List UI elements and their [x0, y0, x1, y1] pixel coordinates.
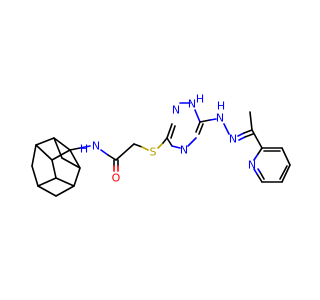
bond-s-triazole [162, 137, 168, 144]
bond [35, 137, 55, 146]
molecule-structure-diagram: N H O S N N H N N H N N [31, 93, 291, 197]
bond-triazole-hydrazine [209, 118, 217, 121]
bond [53, 137, 63, 159]
bond-hydrazone-double [243, 129, 253, 134]
bond [166, 123, 173, 139]
triazole-n2-label: N [188, 98, 196, 111]
bond [37, 177, 57, 187]
bond [187, 137, 197, 147]
bond [257, 147, 263, 155]
bond-hydrazone-double [237, 132, 245, 137]
bond [55, 185, 75, 197]
bond [37, 185, 57, 197]
bond [170, 125, 176, 139]
bond-hydrazone-double [238, 136, 246, 141]
bond-nh-carbonyl [100, 149, 109, 156]
bond-ch2-s [141, 146, 149, 151]
bond-hydrazone-double [244, 133, 254, 138]
bond [281, 164, 291, 183]
amide-h-label: H [80, 143, 88, 156]
hydrazone-n-label: N [229, 133, 237, 146]
triazole-ring [166, 102, 204, 149]
hydrazine-n-label: N [216, 112, 224, 125]
bond-methyl [249, 111, 253, 131]
bond [51, 159, 57, 179]
bond [256, 173, 263, 183]
bond-ch2-s [133, 143, 143, 148]
triazole-h-label: H [196, 93, 204, 106]
bond [194, 109, 201, 123]
bond-to-pyridine [251, 129, 263, 149]
triazole-n4-label: N [180, 144, 188, 157]
bond [69, 149, 81, 169]
bond-s-triazole [157, 142, 164, 149]
molecule-canvas: N H O S N N H N N H N N [31, 93, 291, 197]
bond [61, 157, 81, 169]
bond [53, 137, 71, 151]
bond [31, 165, 39, 187]
adamantane-cage [31, 137, 81, 197]
pyridine-n-label: N [248, 159, 256, 172]
hydrazine-h-label: H [217, 100, 225, 113]
thioether-s-label: S [150, 146, 157, 159]
bond [171, 145, 181, 149]
bond-nh-carbonyl [107, 154, 117, 161]
bond-adamantyl-nh [69, 147, 81, 151]
bond [253, 153, 259, 161]
atom-labels: N H O S N N H N N H N N [80, 93, 256, 185]
triazole-n1-label: N [172, 104, 180, 117]
bond [73, 167, 81, 187]
bond [198, 123, 204, 135]
bond-triazole-hydrazine [199, 119, 211, 123]
bond [55, 177, 75, 187]
bond [257, 168, 261, 173]
carbonyl-o-label: O [112, 172, 121, 185]
amide-n-label: N [92, 140, 100, 153]
bond [195, 121, 201, 133]
bond [281, 147, 291, 166]
bond [31, 144, 37, 167]
pyridine-ring [253, 147, 291, 183]
bond [279, 165, 288, 180]
bond [35, 144, 53, 161]
bond [259, 171, 265, 180]
bond [253, 168, 258, 175]
bond [166, 137, 173, 147]
bond-carbonyl-ch2 [115, 143, 135, 161]
bond-adamantyl-nh [79, 145, 91, 149]
bond-hydrazine-n-n [223, 123, 230, 135]
